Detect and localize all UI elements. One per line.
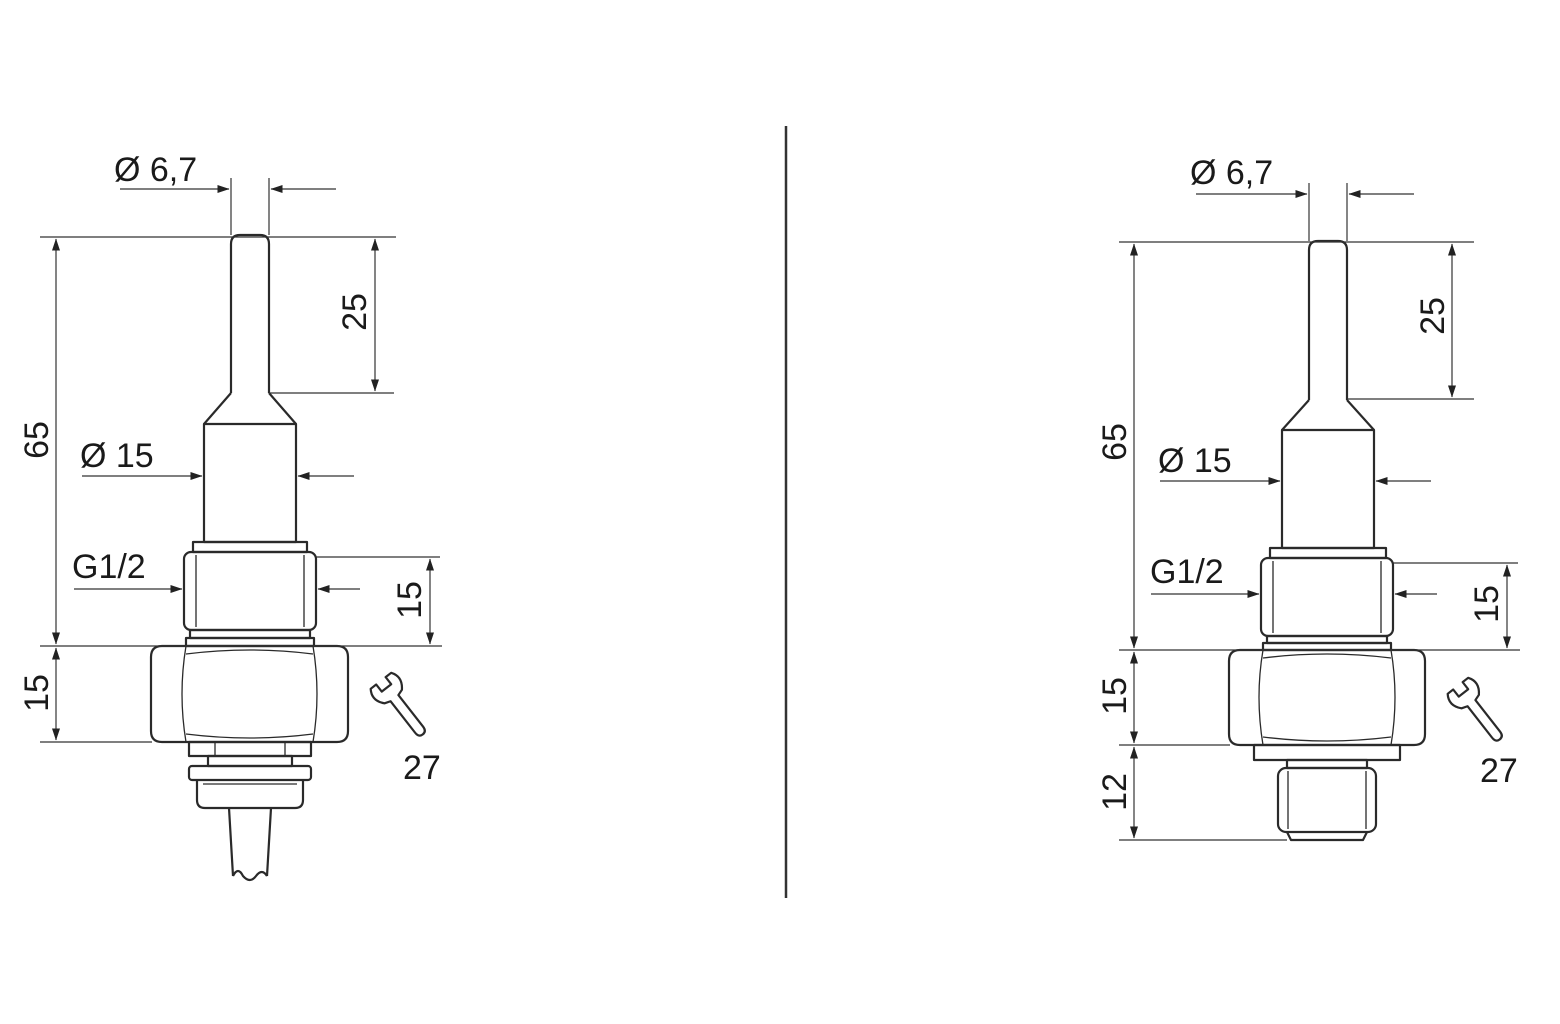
left-wrench-label: 27 xyxy=(403,749,441,787)
right-dia-tip-label: Ø 6,7 xyxy=(1190,154,1273,192)
left-len-thread-label: 15 xyxy=(391,581,429,619)
right-dia-body-label: Ø 15 xyxy=(1158,442,1232,480)
hex-nut xyxy=(149,644,350,744)
left-len-hex-label: 15 xyxy=(18,674,56,712)
probe-taper xyxy=(203,392,297,425)
right-len-hex-label: 15 xyxy=(1096,677,1134,715)
left-probe-drawing: Ø 6,7 Ø 15 G1/2 65 25 15 15 27 xyxy=(18,151,442,882)
right-probe-drawing: Ø 6,7 Ø 15 G1/2 65 25 15 15 12 27 xyxy=(1096,154,1520,842)
thread-collar-bottom xyxy=(188,628,312,640)
right-len-connector-label: 12 xyxy=(1096,773,1134,811)
spanner-icon xyxy=(1446,676,1503,742)
cable xyxy=(227,807,273,877)
probe-body xyxy=(202,422,298,544)
probe-body xyxy=(1280,428,1376,550)
right-thread-label: G1/2 xyxy=(1150,553,1224,591)
probe-taper xyxy=(1281,399,1375,431)
thread-collar-top xyxy=(191,540,309,554)
right-len-tip-label: 25 xyxy=(1414,297,1452,335)
cable-gland xyxy=(187,740,313,758)
right-len-total-label: 65 xyxy=(1096,423,1134,461)
thread-section xyxy=(182,550,318,632)
left-len-total-label: 65 xyxy=(18,421,56,459)
right-len-thread-label: 15 xyxy=(1468,585,1506,623)
washer xyxy=(1252,743,1402,762)
left-dia-tip-label: Ø 6,7 xyxy=(114,151,197,189)
spanner-icon xyxy=(369,671,426,737)
probe-tip xyxy=(229,233,271,393)
hex-nut xyxy=(1227,648,1427,747)
left-thread-label: G1/2 xyxy=(72,548,146,586)
probe-tip xyxy=(1307,239,1349,400)
left-len-tip-label: 25 xyxy=(336,293,374,331)
right-wrench-label: 27 xyxy=(1480,752,1518,790)
thread-collar-top xyxy=(1268,546,1388,560)
connector xyxy=(1285,758,1369,770)
left-dia-body-label: Ø 15 xyxy=(80,437,154,475)
thread-section xyxy=(1259,556,1395,638)
